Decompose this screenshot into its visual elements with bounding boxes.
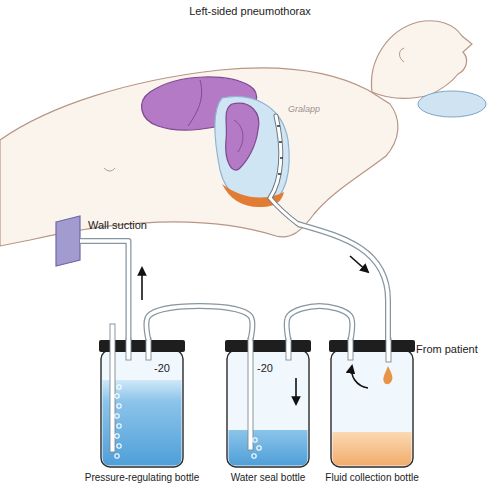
bubble bbox=[252, 454, 256, 458]
bottle-caption: Fluid collection bottle bbox=[325, 472, 418, 484]
air-bubbles bbox=[115, 385, 261, 458]
tube-connector bbox=[287, 306, 353, 340]
bubble bbox=[117, 385, 121, 389]
flow-arrow bbox=[295, 378, 297, 404]
flow-arrow bbox=[352, 366, 368, 388]
bottle-body bbox=[331, 350, 413, 467]
tube-connector bbox=[80, 241, 128, 340]
bubble bbox=[115, 454, 119, 458]
bottle-straw bbox=[286, 338, 291, 360]
bottle-straw bbox=[348, 338, 353, 360]
bubble bbox=[257, 446, 261, 450]
bubble bbox=[117, 444, 121, 448]
bottle-straw bbox=[126, 338, 131, 360]
tube-outline bbox=[146, 306, 252, 340]
tube-outline bbox=[287, 306, 353, 340]
patient-torso bbox=[0, 68, 398, 246]
tube-connector bbox=[146, 306, 252, 340]
plate-outline bbox=[56, 216, 80, 266]
pillow bbox=[418, 91, 486, 117]
bubble bbox=[253, 438, 257, 442]
tube-core bbox=[80, 241, 128, 340]
pressure-regulating-bottle: -20Pressure-regulating bottle bbox=[100, 340, 184, 468]
tube-outline bbox=[80, 241, 128, 340]
bottle-outline bbox=[330, 340, 414, 468]
bottle-straw bbox=[248, 338, 253, 450]
patient-tube bbox=[298, 224, 388, 340]
outlet-label: Wall suction bbox=[88, 219, 147, 232]
patient-tube-outline bbox=[298, 224, 388, 340]
patient-head bbox=[371, 21, 472, 99]
diagram-title: Left-sided pneumothorax bbox=[0, 5, 500, 18]
bottle-liquid bbox=[333, 432, 412, 466]
patient-ear bbox=[400, 48, 405, 62]
bottle-straw bbox=[146, 338, 151, 360]
bottle-outline bbox=[226, 340, 310, 468]
bubble bbox=[117, 424, 121, 428]
bubble bbox=[115, 414, 119, 418]
bottle-body bbox=[227, 350, 309, 467]
lung-fissure bbox=[188, 80, 202, 126]
navel bbox=[104, 168, 115, 171]
tube-core bbox=[146, 306, 252, 340]
tube-label: From patient bbox=[416, 343, 478, 356]
chest-tube-outline bbox=[270, 116, 298, 224]
bottle-cap bbox=[225, 340, 311, 352]
bottle-cap bbox=[329, 340, 415, 352]
bottle-liquid bbox=[229, 430, 308, 466]
bubble bbox=[117, 404, 121, 408]
fluid-drop bbox=[383, 366, 392, 384]
pressure-value: -20 bbox=[154, 362, 170, 375]
flow-arrow bbox=[350, 256, 368, 272]
collapsed-lung bbox=[226, 103, 259, 170]
water-seal-bottle: -20Water seal bottle bbox=[226, 340, 310, 468]
lung-fold bbox=[234, 120, 243, 152]
bottle-caption: Water seal bottle bbox=[231, 472, 306, 484]
bubble bbox=[115, 394, 119, 398]
fluid-collection-bottle: Fluid collection bottle bbox=[330, 340, 414, 468]
wall-suction-outlet: Wall suction bbox=[56, 216, 80, 266]
chest-tube bbox=[270, 116, 298, 224]
flow-arrow bbox=[141, 268, 143, 300]
bottle-outline bbox=[100, 340, 184, 468]
bottle-straw bbox=[386, 338, 391, 362]
wall-plate bbox=[56, 216, 80, 266]
pressure-value: -20 bbox=[257, 362, 273, 375]
bottle-caption: Pressure-regulating bottle bbox=[85, 472, 200, 484]
bottle-straw bbox=[110, 324, 115, 452]
bubble bbox=[115, 434, 119, 438]
artist-signature: Gralapp bbox=[288, 104, 320, 114]
chest-tube-holes bbox=[277, 126, 283, 174]
tube-core bbox=[287, 306, 353, 340]
